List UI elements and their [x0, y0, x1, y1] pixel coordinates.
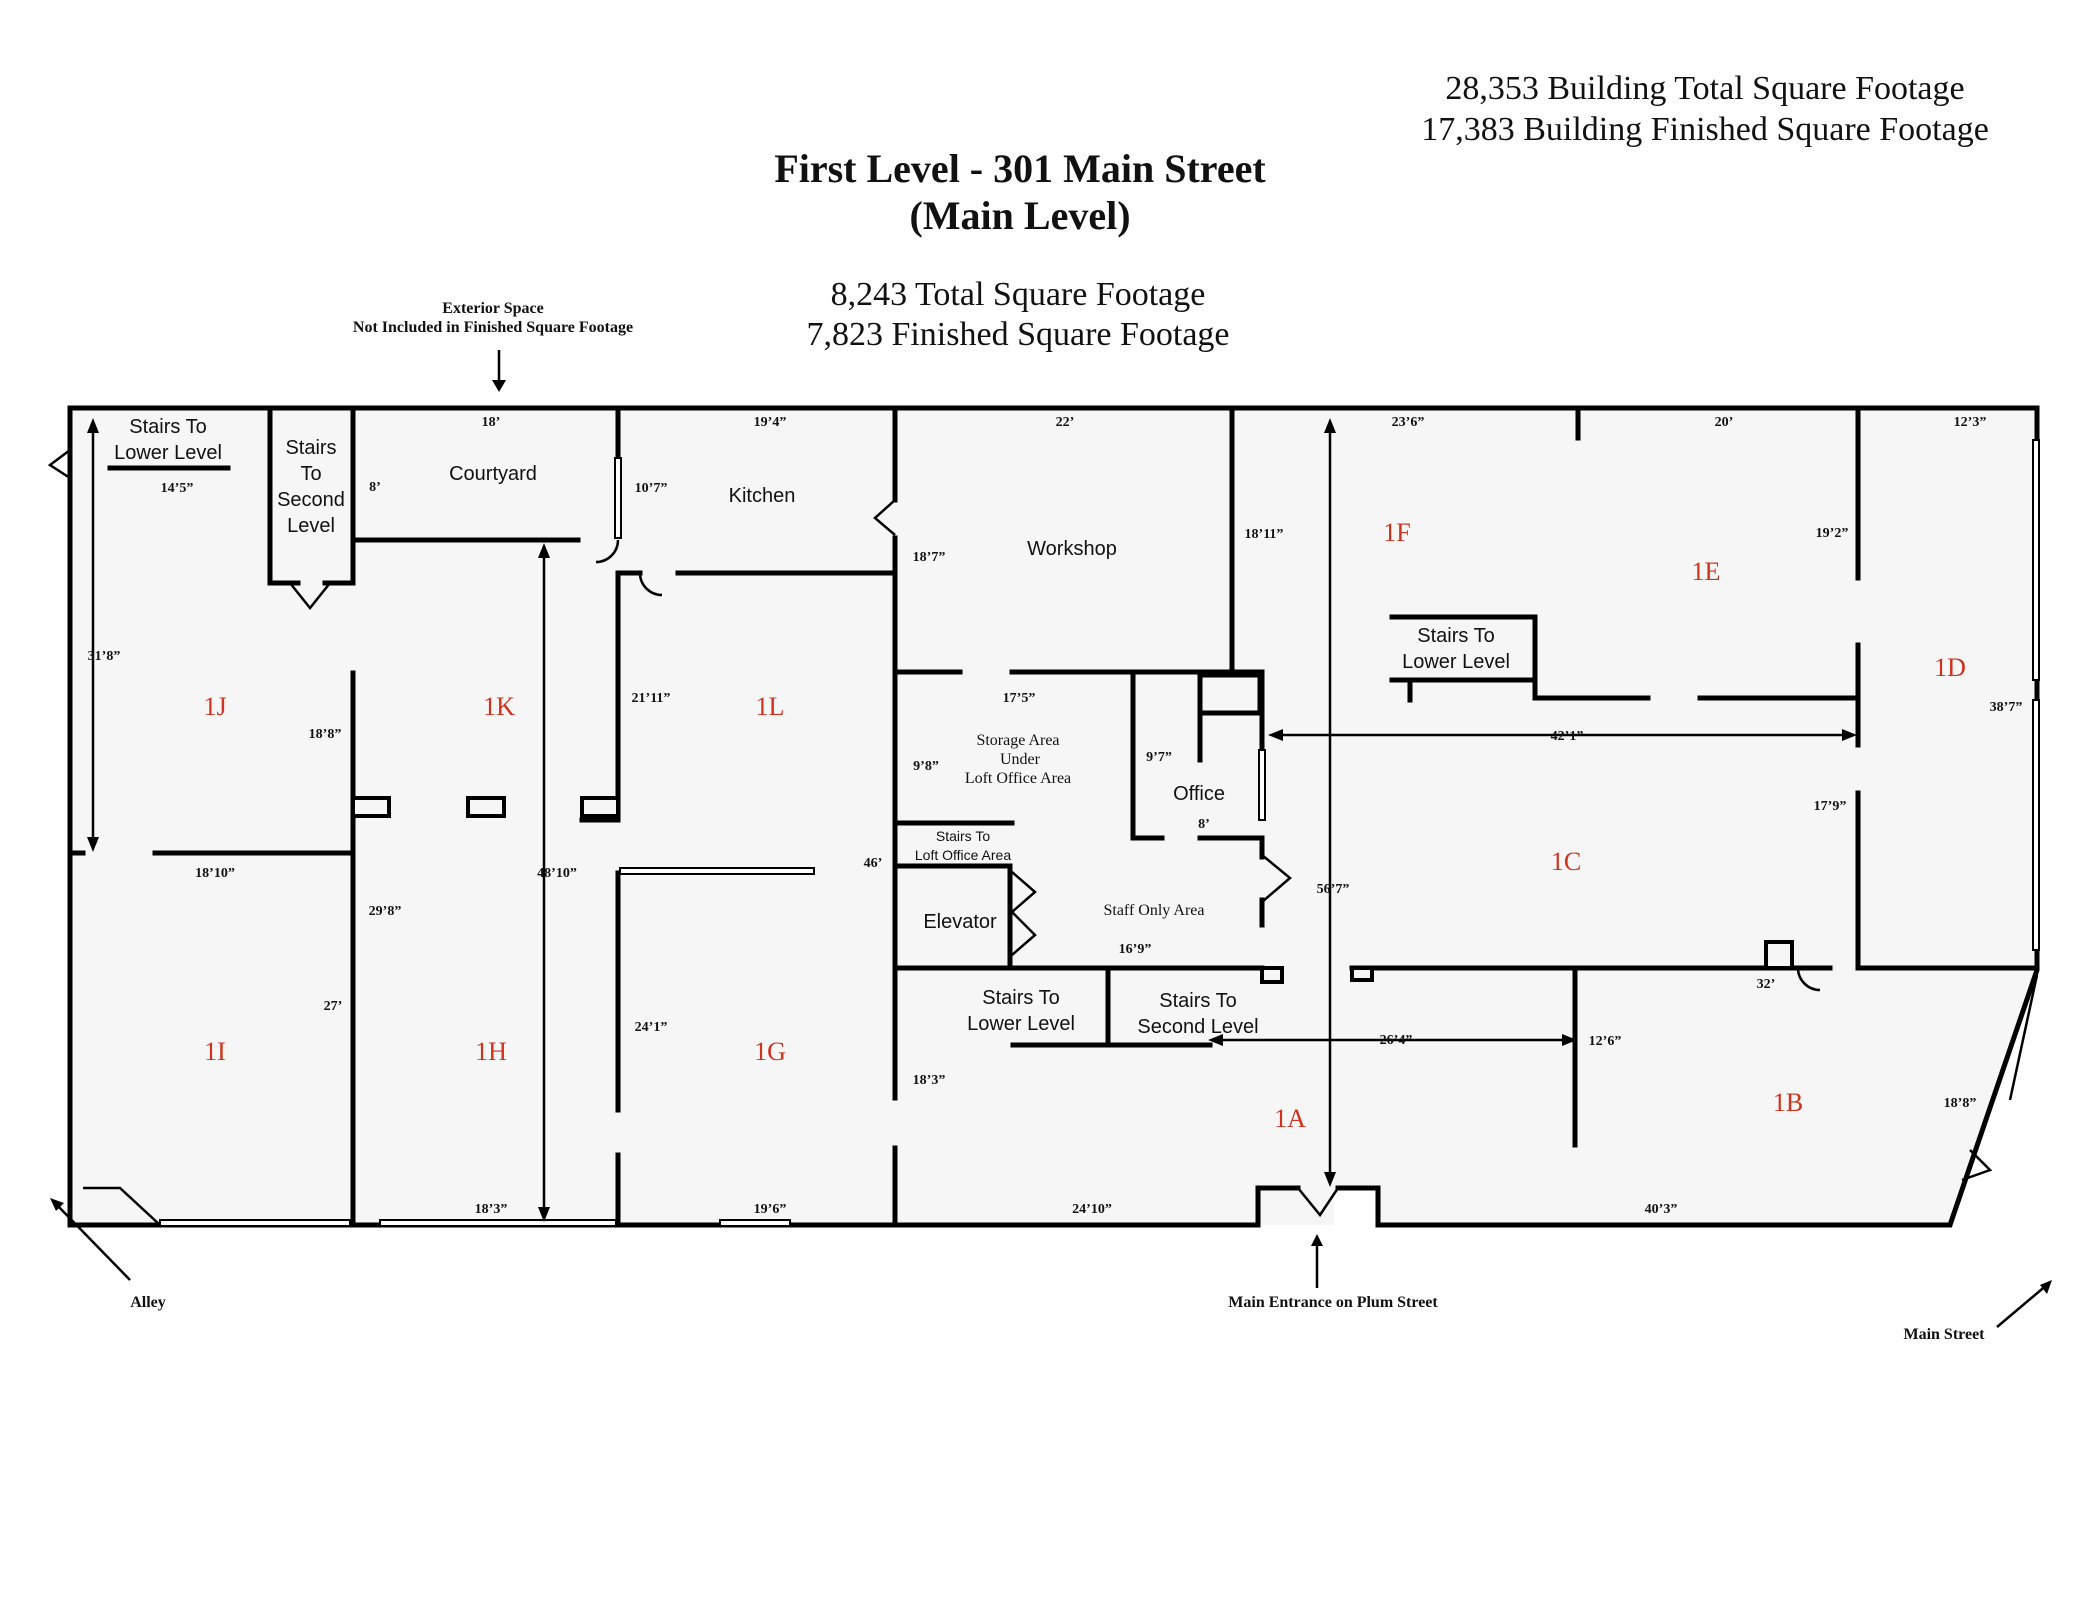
- alley-label: Alley: [130, 1294, 166, 1311]
- dimension-label: 24’1”: [635, 1020, 668, 1035]
- dimension-label: 38’7”: [1990, 700, 2023, 715]
- dimension-label: 18’3”: [475, 1202, 508, 1217]
- main-entrance-label: Main Entrance on Plum Street: [1228, 1294, 1438, 1311]
- room-label-stairs-second: Level: [287, 515, 335, 537]
- room-label-office: Office: [1173, 783, 1225, 805]
- room-label-stairs-lower-left: Stairs To: [129, 416, 206, 438]
- room-label-stairs-lower-right: Stairs To: [1417, 625, 1494, 647]
- room-label-workshop: Workshop: [1027, 538, 1117, 560]
- unit-label: 1L: [756, 692, 785, 721]
- dimension-label: 18’8”: [309, 727, 342, 742]
- room-label-stairs-second: Stairs: [285, 437, 336, 459]
- dimension-label: 22’: [1056, 415, 1075, 430]
- room-label-courtyard: Courtyard: [449, 463, 537, 485]
- unit-label: 1J: [203, 692, 226, 721]
- unit-label: 1C: [1551, 847, 1581, 876]
- room-label-stairs-loft: Stairs To: [936, 828, 990, 844]
- page-title: First Level - 301 Main Street: [774, 146, 1266, 191]
- room-label-stairs-second: Second: [277, 489, 345, 511]
- dimension-label: 19’4”: [754, 415, 787, 430]
- dimension-label: 17’5”: [1003, 691, 1036, 706]
- room-label-stairs-second: To: [300, 463, 321, 485]
- dimension-label: 21’11”: [632, 691, 671, 706]
- room-label-stairs-lower-right: Lower Level: [1402, 651, 1510, 673]
- building-finished-sqft: 17,383 Building Finished Square Footage: [1421, 111, 1989, 148]
- room-label-stairs-lower-mid: Stairs To: [982, 987, 1059, 1009]
- dimension-label: 42’1”: [1551, 729, 1584, 744]
- dimension-label: 19’6”: [754, 1202, 787, 1217]
- building-total-sqft: 28,353 Building Total Square Footage: [1445, 70, 1964, 107]
- room-label-stairs-lower-mid: Lower Level: [967, 1013, 1075, 1035]
- dimension-label: 20’: [1715, 415, 1734, 430]
- room-label-storage: Under: [1000, 751, 1041, 768]
- page-subtitle: (Main Level): [909, 193, 1130, 238]
- dimension-label: 23’6”: [1392, 415, 1425, 430]
- dimension-label: 17’9”: [1814, 799, 1847, 814]
- dimension-label: 56’7”: [1317, 882, 1350, 897]
- dimension-label: 46’: [864, 856, 883, 871]
- unit-label: 1I: [204, 1037, 226, 1066]
- dimension-label: 16’9”: [1119, 942, 1152, 957]
- unit-label: 1B: [1773, 1088, 1803, 1117]
- room-label-storage: Storage Area: [976, 732, 1059, 749]
- room-label-stairs-lower-left: Lower Level: [114, 442, 222, 464]
- exterior-note-line2: Not Included in Finished Square Footage: [353, 319, 633, 336]
- dimension-label: 8’: [369, 480, 381, 495]
- level-total-sqft: 8,243 Total Square Footage: [831, 276, 1206, 313]
- dimension-label: 9’8”: [913, 759, 939, 774]
- dimension-label: 31’8”: [88, 649, 121, 664]
- unit-label: 1F: [1383, 518, 1410, 547]
- unit-label: 1E: [1692, 557, 1721, 586]
- room-label-staff-only: Staff Only Area: [1103, 902, 1204, 919]
- unit-label: 1D: [1934, 653, 1966, 682]
- unit-label: 1A: [1274, 1104, 1306, 1133]
- dimension-label: 14’5”: [161, 481, 194, 496]
- main-street-label: Main Street: [1903, 1326, 1985, 1343]
- dimension-label: 19’2”: [1816, 526, 1849, 541]
- dimension-label: 12’6”: [1589, 1034, 1622, 1049]
- room-label-elevator: Elevator: [923, 911, 997, 933]
- dimension-label: 48’10”: [537, 866, 577, 881]
- exterior-note-line1: Exterior Space: [442, 300, 543, 317]
- level-finished-sqft: 7,823 Finished Square Footage: [806, 316, 1229, 353]
- unit-label: 1H: [475, 1037, 507, 1066]
- dimension-label: 18’: [482, 415, 501, 430]
- room-label-stairs-second-mid: Stairs To: [1159, 990, 1236, 1012]
- dimension-label: 24’10”: [1072, 1202, 1112, 1217]
- dimension-label: 9’7”: [1146, 750, 1172, 765]
- room-label-kitchen: Kitchen: [729, 485, 796, 507]
- room-label-stairs-second-mid: Second Level: [1137, 1016, 1258, 1038]
- dimension-label: 18’8”: [1944, 1096, 1977, 1111]
- room-label-storage: Loft Office Area: [965, 770, 1071, 787]
- dimension-label: 18’10”: [195, 866, 235, 881]
- dimension-label: 8’: [1198, 817, 1210, 832]
- dimension-label: 18’11”: [1245, 527, 1284, 542]
- dimension-label: 26’4”: [1380, 1033, 1413, 1048]
- building-footprint: [70, 408, 2037, 1225]
- dimension-label: 18’7”: [913, 550, 946, 565]
- dimension-label: 29’8”: [369, 904, 402, 919]
- unit-label: 1G: [754, 1037, 786, 1066]
- dimension-label: 12’3”: [1954, 415, 1987, 430]
- dimension-label: 10’7”: [635, 481, 668, 496]
- unit-label: 1K: [483, 692, 515, 721]
- dimension-label: 32’: [1757, 977, 1776, 992]
- dimension-label: 40’3”: [1645, 1202, 1678, 1217]
- dimension-label: 18’3”: [913, 1073, 946, 1088]
- room-label-stairs-loft: Loft Office Area: [915, 847, 1011, 863]
- dimension-label: 27’: [324, 999, 343, 1014]
